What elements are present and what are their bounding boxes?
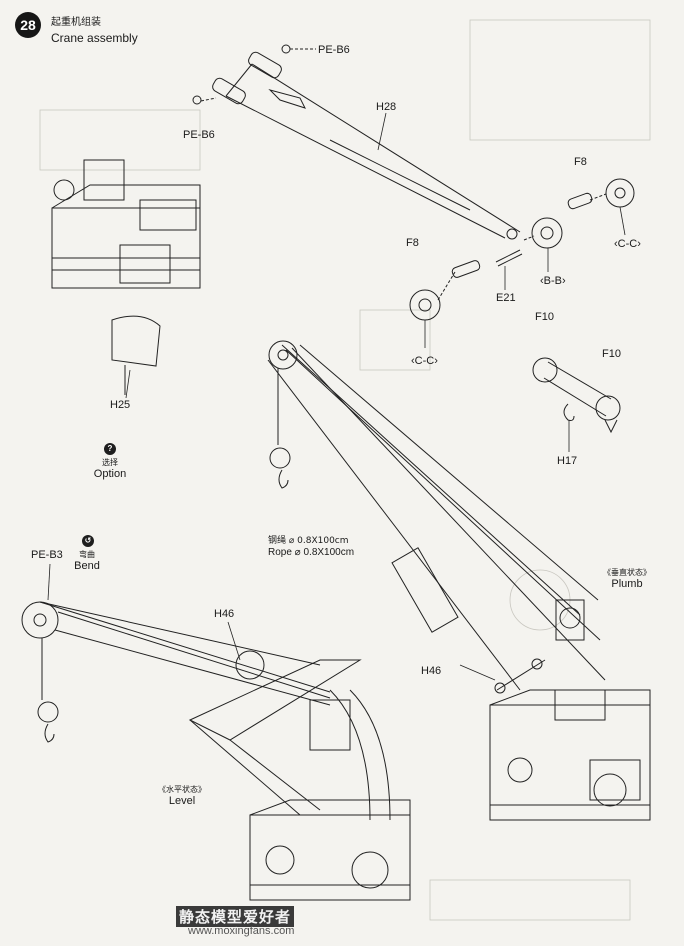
part-label-h17: H17 (557, 455, 578, 467)
option-note: 选择 Option (93, 458, 127, 480)
bend-note: 弯曲 Bend (74, 550, 100, 572)
watermark-logo: 静态模型爱好者 (176, 906, 295, 927)
part-label-h46: H46 (421, 665, 442, 677)
part-label-f10: F10 (602, 348, 621, 360)
engine-house-drawing (51, 159, 201, 395)
crane-plumb-drawing (267, 340, 651, 821)
part-label-h25: H25 (110, 399, 131, 411)
hook-block-parts (532, 357, 621, 434)
h28-jib-part (192, 44, 521, 240)
part-label-e21: E21 (496, 292, 516, 304)
watermark-url: www.moxingfans.com (188, 925, 295, 937)
part-label-h28: H28 (376, 101, 397, 113)
level-note: 《水平状态》 Level (158, 785, 206, 807)
part-label-f10: F10 (535, 311, 554, 323)
rope-spec-note: 钢绳 ⌀ 0.8X100cm Rope ⌀ 0.8X100cm (268, 536, 355, 558)
part-label-b-b: ‹B-B› (540, 275, 566, 287)
part-label-h46: H46 (214, 608, 235, 620)
part-label-f8: F8 (574, 156, 587, 168)
step-title-chinese: 起重机组装 (51, 17, 101, 28)
part-label-pe-b6: PE-B6 (183, 129, 215, 141)
crane-level-drawing (21, 601, 411, 901)
part-label-pe-b6: PE-B6 (318, 44, 350, 56)
part-label-c-c: ‹C-C› (411, 355, 438, 367)
part-label-f8: F8 (406, 237, 419, 249)
step-number-badge: 28 (15, 12, 41, 38)
pulley-assembly (409, 178, 635, 321)
plumb-note: 《垂直状态》 Plumb (603, 568, 651, 590)
question-icon: ? (104, 443, 116, 455)
step-title: Crane assembly (51, 31, 138, 45)
part-label-c-c: ‹C-C› (614, 238, 641, 250)
part-label-pe-b3: PE-B3 (31, 549, 63, 561)
bend-icon: ↺ (82, 535, 94, 547)
